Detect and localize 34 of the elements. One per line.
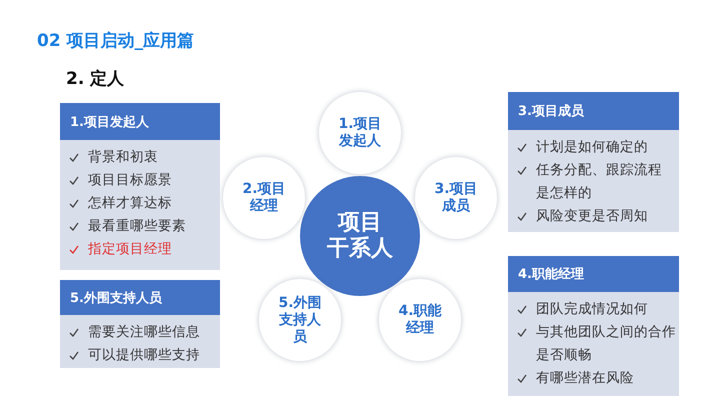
list-item: 有哪些潜在风险 (536, 369, 635, 388)
info-panel (508, 92, 679, 232)
info-panel (60, 280, 220, 368)
circle-label: 2.项目经理 (242, 181, 286, 215)
list-item: 团队完成情况如何 (536, 300, 649, 319)
circle-label: 1.项目发起人 (338, 116, 382, 150)
info-panel (508, 256, 679, 396)
circle-label: 4.职能经理 (398, 303, 442, 337)
list-item: 背景和初衷 (88, 148, 159, 167)
section-heading: 2. 定人 (66, 68, 124, 90)
list-item: 项目目标愿景 (88, 171, 173, 190)
list-item: 怎样才算达标 (88, 194, 173, 213)
stakeholder-circle (223, 157, 305, 239)
list-item: 风险变更是否周知 (536, 207, 649, 226)
stakeholder-circle (259, 279, 341, 361)
stakeholder-circle (379, 279, 461, 361)
panel-header: 5.外围支持人员 (60, 280, 220, 315)
panel-header: 3.项目成员 (508, 92, 679, 130)
hub-label: 项目干系人 (327, 210, 393, 262)
panel-header: 4.职能经理 (508, 256, 679, 292)
list-item: 与其他团队之间的合作是否顺畅 (536, 323, 677, 365)
stakeholder-circle (415, 157, 497, 239)
list-item: 需要关注哪些信息 (88, 323, 201, 342)
list-item: 可以提供哪些支持 (88, 346, 201, 365)
list-item: 指定项目经理 (88, 240, 173, 259)
circle-label: 5.外围支持人员 (278, 294, 322, 346)
info-panel (60, 103, 220, 270)
list-item: 最看重哪些要素 (88, 217, 187, 236)
circle-label: 3.项目成员 (434, 181, 478, 215)
page-title: 02 项目启动_应用篇 (37, 30, 194, 52)
stakeholder-circle (319, 92, 401, 174)
list-item: 计划是如何确定的 (536, 138, 649, 157)
list-item: 任务分配、跟踪流程是怎样的 (536, 161, 663, 203)
panel-header: 1.项目发起人 (60, 103, 220, 140)
